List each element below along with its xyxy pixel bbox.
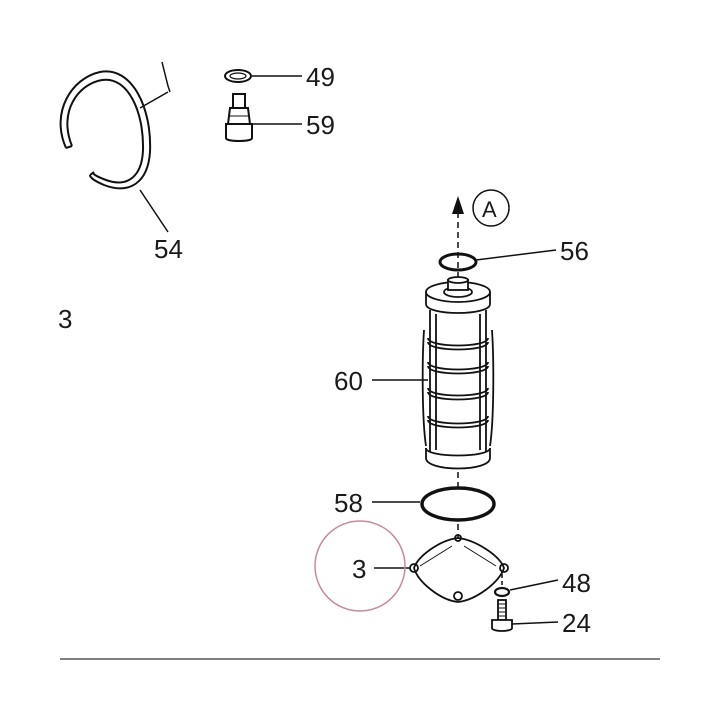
label-3: 3 — [352, 554, 366, 584]
label-58: 58 — [334, 488, 363, 518]
label-59: 59 — [306, 110, 335, 140]
leader-line-54 — [139, 189, 169, 233]
filter-cartridge-60 — [421, 276, 495, 470]
cover-plate-3 — [409, 534, 509, 603]
arrow-up-icon — [452, 196, 464, 214]
highlight-circle — [314, 520, 406, 612]
callout-label-a: A — [482, 197, 497, 222]
snap-ring-part — [59, 70, 152, 190]
plug-59 — [225, 93, 253, 142]
label-54: 54 — [154, 234, 183, 264]
leader-line-48 — [509, 579, 559, 591]
leader-line-56 — [475, 249, 557, 261]
leader-line-upper — [139, 91, 169, 109]
small-ring-49 — [224, 69, 252, 83]
washer-48 — [493, 586, 511, 598]
o-ring-56 — [438, 252, 478, 272]
label-48: 48 — [562, 568, 591, 598]
callout-circle-a — [472, 189, 510, 227]
leader-line-24 — [511, 621, 559, 625]
label-60: 60 — [334, 366, 363, 396]
screw-24 — [491, 599, 513, 632]
ring-cut-mark — [161, 61, 171, 93]
label-49: 49 — [306, 62, 335, 92]
side-label-3: 3 — [58, 304, 72, 334]
label-24: 24 — [562, 608, 591, 638]
label-56: 56 — [560, 236, 589, 266]
o-ring-58 — [420, 486, 496, 522]
